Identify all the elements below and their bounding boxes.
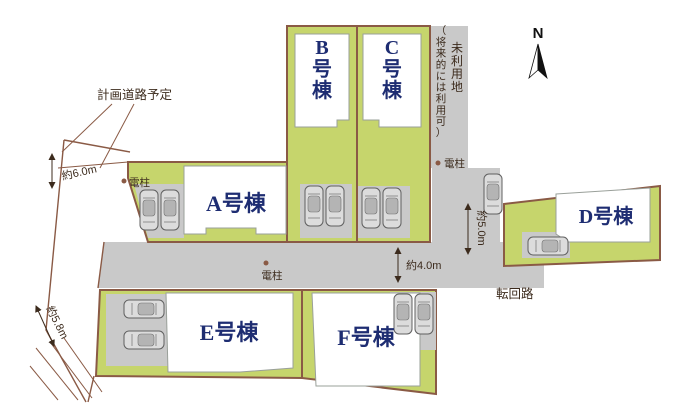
- car-icon: [160, 189, 180, 231]
- dim-southwest-road-label: 約5.8m: [43, 303, 72, 341]
- north-arrow-icon: [528, 43, 539, 80]
- car-icon: [382, 187, 402, 229]
- building-d: [555, 187, 651, 243]
- power-pole-label-northeast: 電柱: [444, 157, 465, 170]
- building-e-label: E号棟: [200, 320, 260, 345]
- power-pole-dot-center: [263, 260, 269, 266]
- building-e: [165, 292, 294, 373]
- building-a-label: A号棟: [206, 191, 267, 216]
- car-icon: [414, 293, 434, 335]
- dim-center-road-label: 約4.0m: [406, 258, 441, 272]
- power-pole-dot-northeast: [435, 160, 441, 166]
- turnaround-label: 転回路: [496, 286, 534, 301]
- hatch-line-3: [63, 337, 103, 393]
- power-pole-label-west: 電柱: [129, 176, 150, 189]
- power-pole-label-center: 電柱: [262, 269, 283, 282]
- road-edge-wedge-top: [63, 139, 131, 153]
- building-b: [294, 33, 350, 128]
- building-c: [362, 33, 422, 128]
- building-a: [183, 165, 287, 235]
- dim-east-road-label: 約5.0m: [475, 210, 489, 245]
- road-edge-west-mid: [97, 241, 105, 289]
- unused-land-label-sub: （将来的には利用可）: [436, 25, 447, 139]
- building-f: [311, 292, 421, 387]
- unused-land-area: [430, 26, 468, 168]
- leader-line-planned-road-2: [99, 103, 135, 169]
- car-icon: [483, 173, 503, 215]
- dim-southwest-road-arrow: [35, 305, 55, 347]
- car-icon: [304, 185, 324, 227]
- car-icon: [123, 330, 165, 350]
- hatch-line-2: [49, 341, 93, 399]
- leader-line-planned-road-1: [61, 103, 113, 153]
- hatch-line-4: [29, 365, 59, 401]
- car-icon: [527, 236, 569, 256]
- car-icon: [393, 293, 413, 335]
- unused-land-label-main: 未利用地: [451, 41, 463, 94]
- road-edge-wedge-bottom: [57, 161, 129, 169]
- north-arrow-icon: [537, 43, 548, 80]
- road-edge-west-low: [87, 375, 95, 403]
- car-icon: [139, 189, 159, 231]
- dim-west-road-label: 約6.0m: [60, 161, 98, 183]
- building-d-label: D号棟: [579, 204, 634, 228]
- building-f-label: F号棟: [337, 325, 395, 350]
- planned-road-label: 計画道路予定: [97, 87, 172, 102]
- power-pole-dot-west: [121, 178, 127, 184]
- car-icon: [123, 299, 165, 319]
- hatch-line-1: [35, 347, 79, 401]
- north-label: N: [533, 25, 544, 42]
- car-icon: [361, 187, 381, 229]
- car-icon: [325, 185, 345, 227]
